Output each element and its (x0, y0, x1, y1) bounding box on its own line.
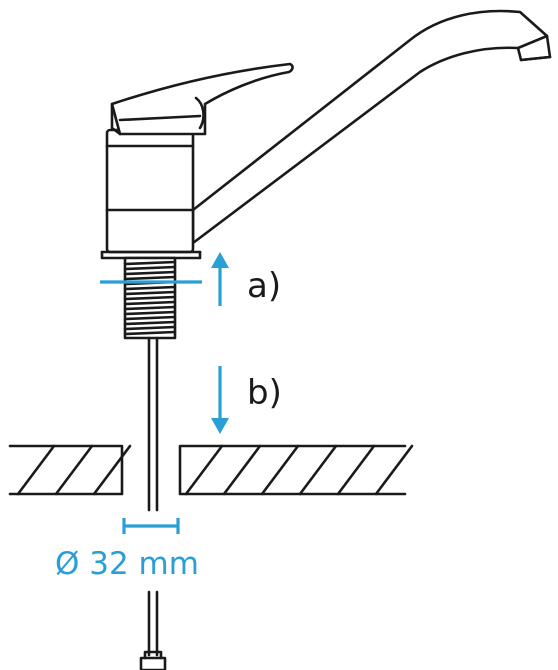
arrow-up-a (211, 252, 229, 306)
thread-line (123, 320, 177, 326)
thread-line (123, 330, 177, 336)
arrow-down-b (211, 366, 229, 434)
thread-line (123, 310, 177, 316)
hatch-line (184, 444, 224, 496)
hole-diameter-dimension (122, 518, 180, 534)
hatch-line (92, 444, 132, 496)
thread-line (123, 305, 177, 311)
faucet-spout (191, 9, 552, 245)
thread-line (123, 260, 177, 266)
thread-line (123, 285, 177, 291)
thread-line (123, 325, 177, 331)
step-a-label: a) (247, 266, 281, 306)
hatch-line (260, 444, 300, 496)
threaded-shank (100, 250, 202, 340)
hatch-line (298, 444, 338, 496)
supply-hose (139, 336, 167, 670)
thread-line (123, 270, 177, 276)
faucet-lever-handle (110, 62, 294, 136)
hatch-line (54, 444, 94, 496)
hatch-line (16, 444, 56, 496)
thread-line (123, 315, 177, 321)
hatch-line (374, 444, 414, 496)
thread-line (123, 265, 177, 271)
thread-line (123, 290, 177, 296)
faucet-body (105, 128, 195, 254)
thread-line (123, 300, 177, 306)
thread-line (123, 295, 177, 301)
hatch-line (222, 444, 262, 496)
hole-diameter-label: Ø 32 mm (55, 546, 199, 582)
thread-line (123, 275, 177, 281)
countertop-section (8, 444, 414, 496)
step-b-label: b) (247, 373, 282, 413)
hatch-line (336, 444, 376, 496)
